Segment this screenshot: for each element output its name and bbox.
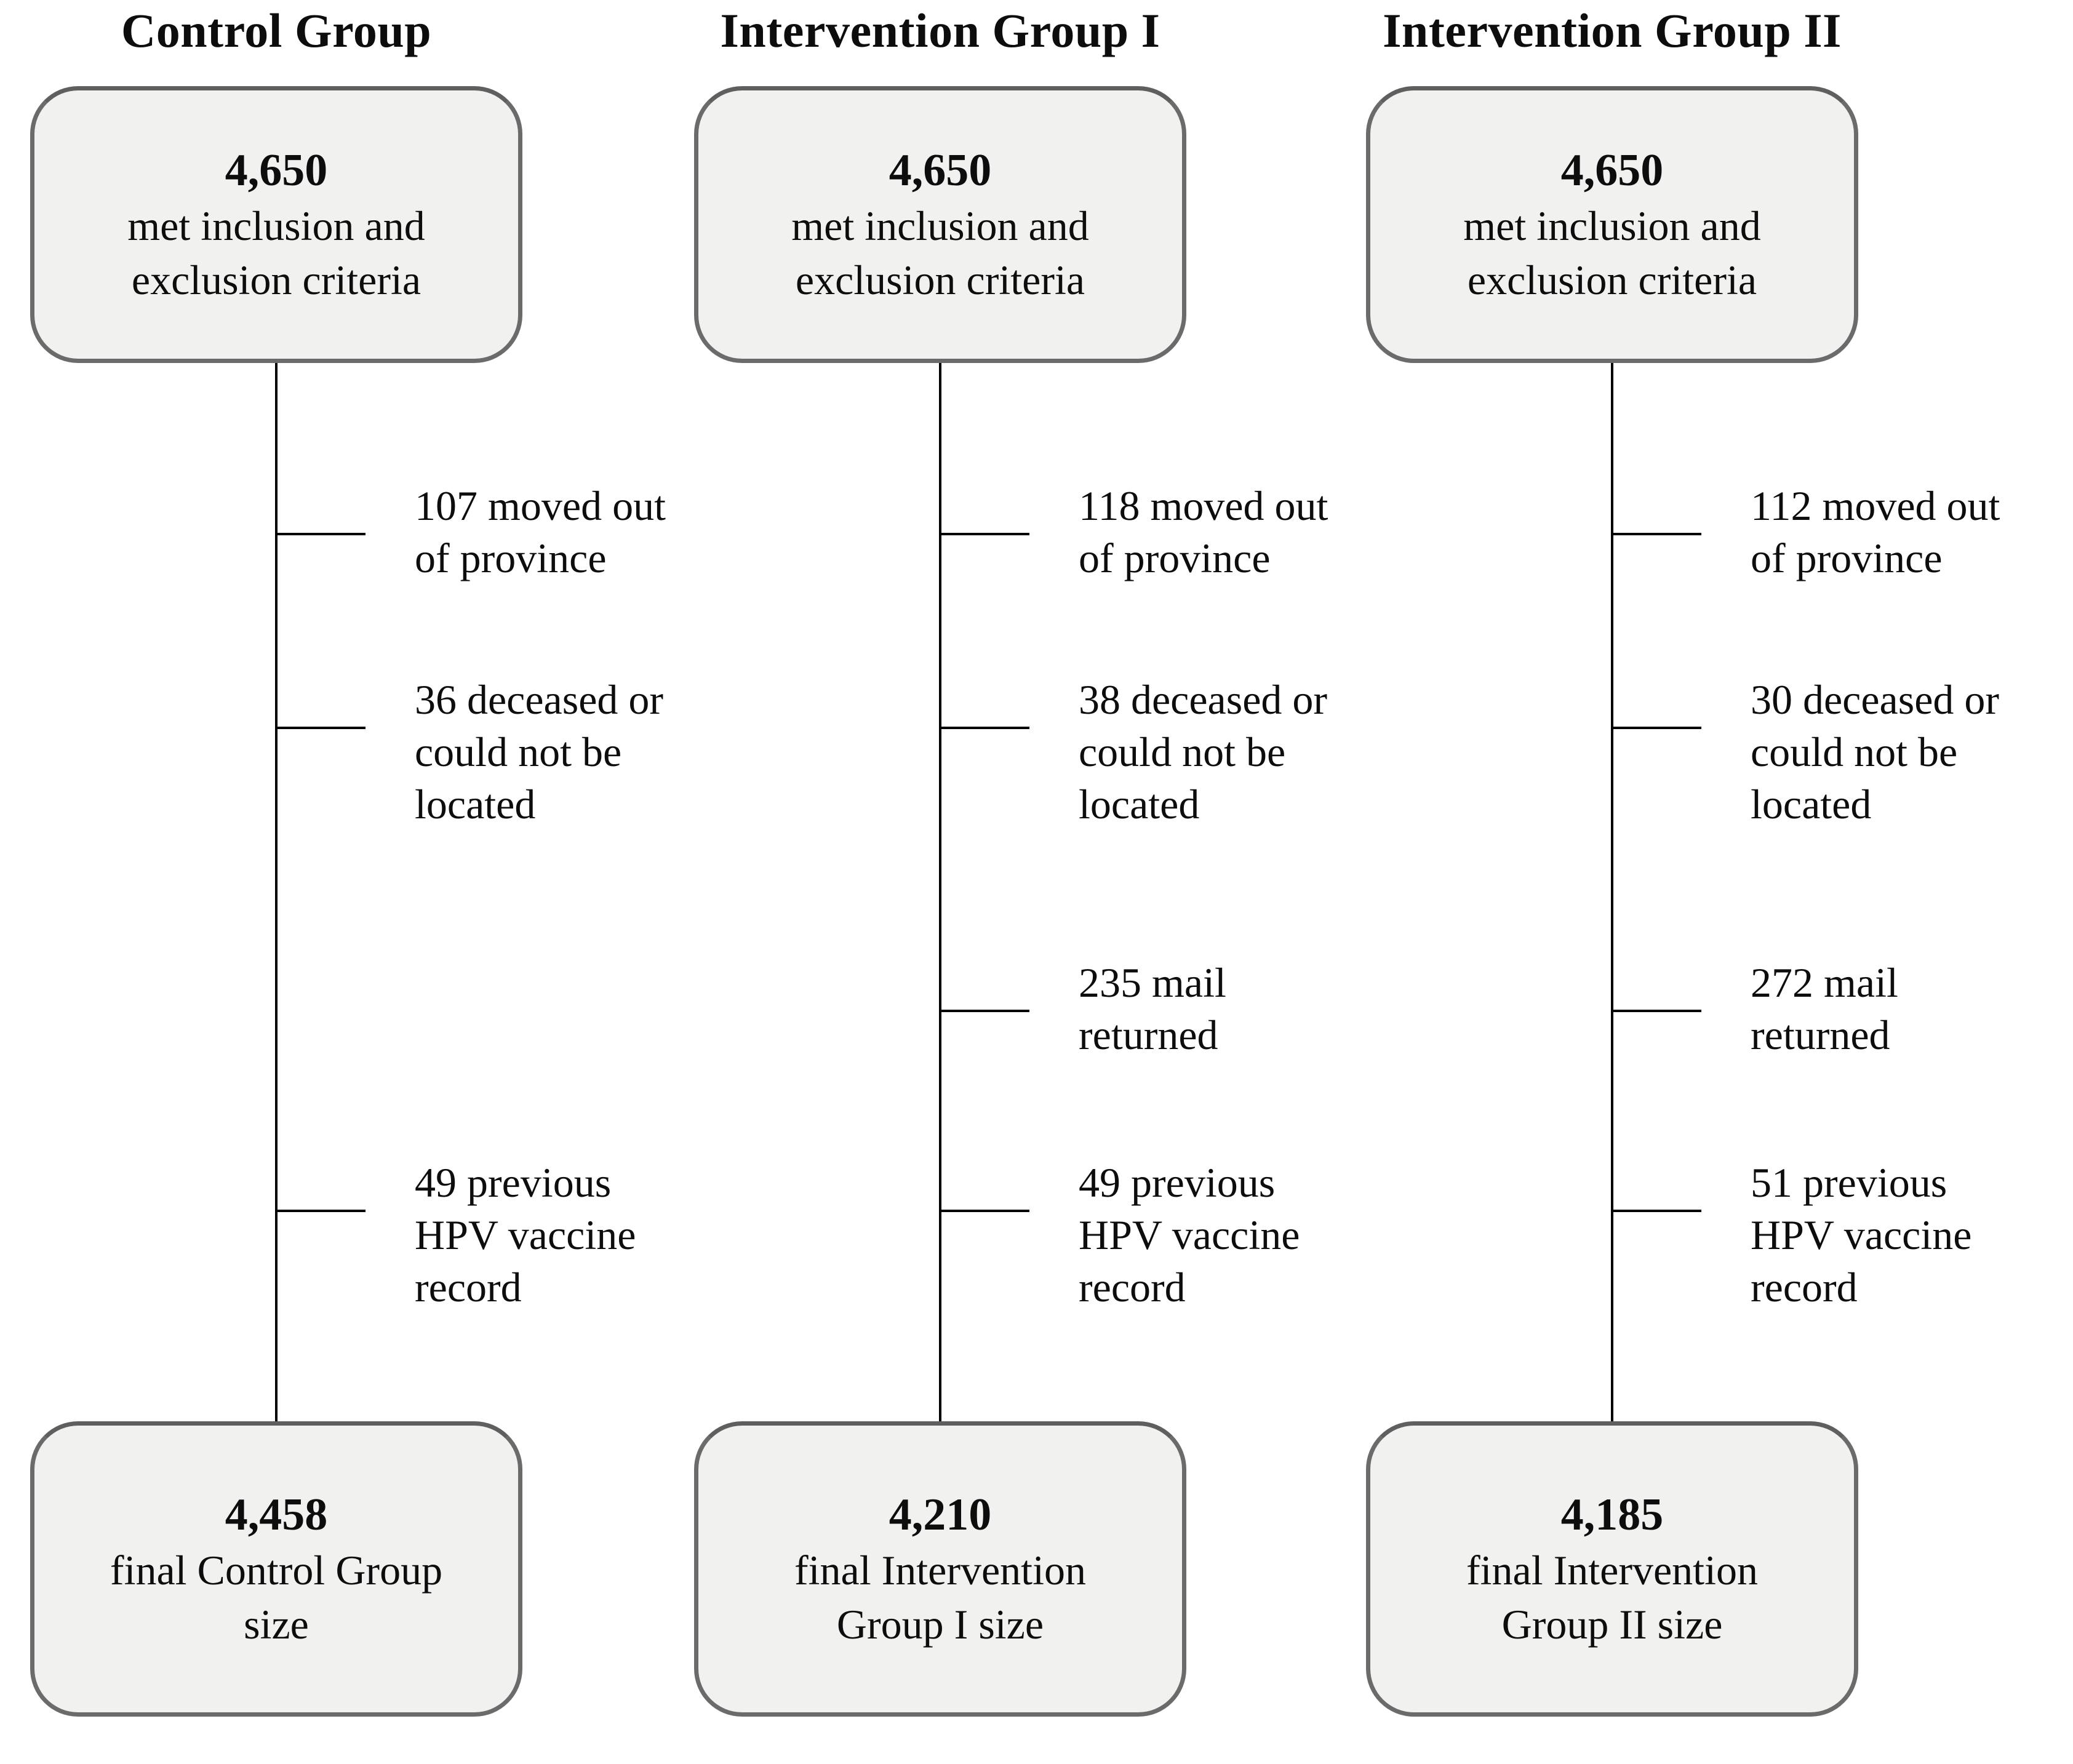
enrolled-box: 4,650 met inclusion and exclusion criter… (30, 86, 522, 363)
final-count: 4,185 (1560, 1490, 1664, 1540)
exclusion-label: 38 deceased or could not be located (1079, 676, 1328, 828)
exclusion-branch: 272 mail returned (1612, 957, 2073, 1061)
final-box: 4,458 final Control Group size (30, 1421, 522, 1717)
branch-tick-line (940, 727, 1029, 729)
branch-tick-line (1612, 1010, 1701, 1012)
branch-tick-line (940, 1210, 1029, 1212)
final-label: final Intervention Group I size (794, 1547, 1086, 1648)
column-title: Intervention Group II (1383, 4, 1842, 57)
branch-tick-line (276, 727, 365, 729)
exclusion-branch: 118 moved out of province (940, 480, 1426, 585)
exclusion-branch: 30 deceased or could not be located (1612, 674, 2073, 831)
final-box: 4,210 final Intervention Group I size (694, 1421, 1186, 1717)
connector-line (939, 363, 941, 1421)
exclusion-branch: 235 mail returned (940, 957, 1426, 1061)
branch-tick-line (1612, 1210, 1701, 1212)
exclusion-branch: 38 deceased or could not be located (940, 674, 1426, 831)
column-control: Control Group 4,650 met inclusion and ex… (0, 0, 666, 1764)
enrolled-count: 4,650 (225, 145, 328, 196)
connector-line (275, 363, 278, 1421)
enrolled-box: 4,650 met inclusion and exclusion criter… (1366, 86, 1858, 363)
exclusion-branch: 112 moved out of province (1612, 480, 2073, 585)
exclusion-label: 112 moved out of province (1751, 482, 2000, 581)
exclusion-label: 36 deceased or could not be located (415, 676, 664, 828)
branch-tick-line (940, 1010, 1029, 1012)
branch-tick-line (276, 533, 365, 535)
column-intervention-2: Intervention Group II 4,650 met inclusio… (1335, 0, 2000, 1764)
exclusion-branch: 51 previous HPV vaccine record (1612, 1157, 2073, 1314)
exclusion-label: 49 previous HPV vaccine record (415, 1159, 636, 1311)
exclusion-branch: 36 deceased or could not be located (276, 674, 762, 831)
exclusion-label: 107 moved out of province (415, 482, 666, 581)
branch-tick-line (276, 1210, 365, 1212)
enrolled-count: 4,650 (889, 145, 992, 196)
final-label: final Intervention Group II size (1466, 1547, 1758, 1648)
exclusion-label: 235 mail returned (1079, 959, 1226, 1058)
branch-tick-line (1612, 533, 1701, 535)
enrolled-count: 4,650 (1560, 145, 1664, 196)
final-count: 4,458 (225, 1490, 328, 1540)
column-intervention-1: Intervention Group I 4,650 met inclusion… (663, 0, 1328, 1764)
branch-tick-line (1612, 727, 1701, 729)
exclusion-branch: 49 previous HPV vaccine record (940, 1157, 1426, 1314)
exclusion-label: 118 moved out of province (1079, 482, 1328, 581)
enrolled-label: met inclusion and exclusion criteria (1463, 202, 1761, 303)
branch-tick-line (940, 533, 1029, 535)
exclusion-label: 30 deceased or could not be located (1751, 676, 2000, 828)
final-box: 4,185 final Intervention Group II size (1366, 1421, 1858, 1717)
enrolled-label: met inclusion and exclusion criteria (127, 202, 425, 303)
enrolled-box: 4,650 met inclusion and exclusion criter… (694, 86, 1186, 363)
exclusion-branch: 49 previous HPV vaccine record (276, 1157, 762, 1314)
enrolled-label: met inclusion and exclusion criteria (791, 202, 1089, 303)
connector-line (1611, 363, 1613, 1421)
exclusion-label: 272 mail returned (1751, 959, 1898, 1058)
column-title: Intervention Group I (720, 4, 1160, 57)
column-title: Control Group (121, 4, 432, 57)
exclusion-label: 51 previous HPV vaccine record (1751, 1159, 1972, 1311)
final-count: 4,210 (889, 1490, 992, 1540)
exclusion-label: 49 previous HPV vaccine record (1079, 1159, 1300, 1311)
exclusion-branch: 107 moved out of province (276, 480, 762, 585)
final-label: final Control Group size (110, 1547, 443, 1648)
